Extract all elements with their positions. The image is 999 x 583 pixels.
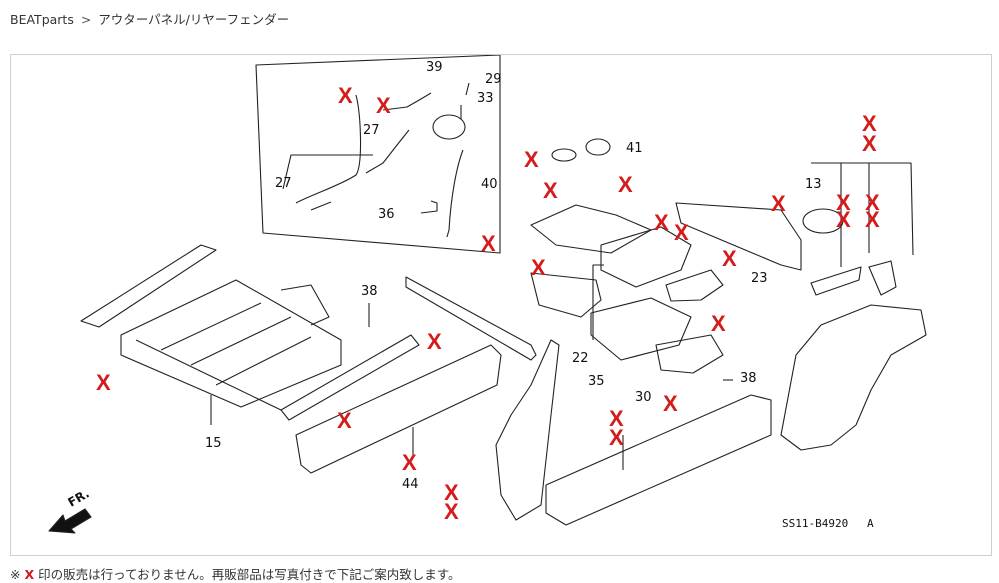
- leader-22: [592, 264, 604, 340]
- callout-13[interactable]: 13: [805, 177, 822, 192]
- breadcrumb-separator: >: [80, 12, 92, 27]
- callout-41[interactable]: 41: [626, 141, 643, 156]
- not-sold-mark: X: [543, 178, 558, 203]
- callout-35[interactable]: 35: [588, 374, 605, 389]
- callout-36[interactable]: 36: [378, 207, 395, 222]
- gasket-22: [530, 272, 602, 318]
- grommet-41: [585, 138, 611, 156]
- rear-sill-outer: [545, 394, 772, 526]
- cable-bracket: [382, 92, 432, 111]
- not-sold-mark: X: [865, 207, 880, 232]
- floor-pan: [120, 279, 342, 408]
- floor-bracket: [280, 284, 330, 326]
- floor-ribs: [135, 302, 312, 411]
- bracket-right-2: [868, 260, 897, 296]
- note-text: 印の販売は行っておりません。再販部品は写真付きで下記ご案内致します。: [38, 567, 461, 582]
- fr-arrow-icon: [48, 508, 92, 534]
- not-sold-mark: X: [862, 131, 877, 156]
- parts-diagram: 39 29 33 27 27 40 36 41 13 23 22 35 30 3…: [48, 55, 927, 534]
- clip-29-33: [460, 82, 470, 119]
- breadcrumb-current: アウターパネル/リヤーフェンダー: [98, 12, 290, 27]
- callout-27-lower[interactable]: 27: [275, 176, 292, 191]
- callout-38-left[interactable]: 38: [361, 284, 378, 299]
- not-sold-mark: X: [771, 191, 786, 216]
- not-sold-mark: X: [338, 83, 353, 108]
- fuel-lid-part: [432, 114, 466, 140]
- not-sold-mark: X: [427, 329, 442, 354]
- callout-33[interactable]: 33: [477, 91, 494, 106]
- callout-23[interactable]: 23: [751, 271, 768, 286]
- callout-29[interactable]: 29: [485, 72, 502, 87]
- grommet-37: [551, 148, 577, 162]
- rear-panel: [675, 202, 802, 271]
- parts-diagram-frame: 39 29 33 27 27 40 36 41 13 23 22 35 30 3…: [10, 54, 992, 556]
- callout-38-right[interactable]: 38: [740, 371, 757, 386]
- callout-15[interactable]: 15: [205, 436, 222, 451]
- not-sold-legend-mark: X: [24, 567, 35, 582]
- not-sold-mark: X: [444, 480, 459, 505]
- seal-30: [655, 334, 724, 374]
- not-sold-mark: X: [862, 111, 877, 136]
- direction-label: FR.: [66, 486, 92, 509]
- drain-hose-40: [446, 149, 464, 238]
- not-sold-mark: X: [711, 311, 726, 336]
- bracket-23: [665, 269, 724, 302]
- not-sold-mark: X: [836, 190, 851, 215]
- inset-box: [255, 55, 501, 254]
- not-sold-mark: X: [481, 231, 496, 256]
- side-sill-inner: [280, 334, 420, 421]
- not-sold-mark: X: [609, 406, 624, 431]
- side-sill-left: [80, 244, 217, 328]
- cable-27-joint: [310, 129, 410, 211]
- not-sold-mark: X: [618, 172, 633, 197]
- note-prefix: ※: [10, 567, 21, 582]
- not-sold-mark: X: [674, 220, 689, 245]
- not-sold-mark: X: [531, 255, 546, 280]
- bolt-36: [420, 200, 438, 214]
- cap-13: [802, 208, 844, 234]
- drawing-code-suffix: A: [867, 517, 874, 530]
- rear-fender: [780, 304, 927, 451]
- footer-note: ※ X 印の販売は行っておりません。再販部品は写真付きで下記ご案内致します。: [10, 564, 460, 583]
- cable-27: [295, 94, 362, 204]
- not-sold-mark: X: [337, 408, 352, 433]
- drawing-code: SS11-B4920: [782, 517, 848, 530]
- not-sold-mark: X: [402, 450, 417, 475]
- rear-floor-pan: [600, 226, 692, 288]
- bracket-right-1: [810, 266, 862, 296]
- not-sold-mark: X: [96, 370, 111, 395]
- rear-storage-panel: [590, 297, 692, 361]
- not-sold-mark: X: [524, 147, 539, 172]
- side-sill-outer: [295, 344, 502, 474]
- not-sold-mark: X: [376, 93, 391, 118]
- not-sold-mark: X: [836, 207, 851, 232]
- callout-39[interactable]: 39: [426, 60, 443, 75]
- breadcrumb-root-link[interactable]: BEATparts: [10, 12, 74, 27]
- not-sold-mark: X: [722, 246, 737, 271]
- roof-rail: [405, 276, 537, 361]
- callout-27-upper[interactable]: 27: [363, 123, 380, 138]
- center-pillar: [495, 339, 560, 521]
- breadcrumb: BEATparts > アウターパネル/リヤーフェンダー: [10, 9, 289, 28]
- not-sold-mark: X: [609, 425, 624, 450]
- not-sold-mark: X: [865, 190, 880, 215]
- callout-40[interactable]: 40: [481, 177, 498, 192]
- not-sold-mark: X: [444, 499, 459, 524]
- not-sold-mark: X: [654, 210, 669, 235]
- callout-30[interactable]: 30: [635, 390, 652, 405]
- callout-44[interactable]: 44: [402, 477, 419, 492]
- not-sold-mark: X: [663, 391, 678, 416]
- callout-22[interactable]: 22: [572, 351, 589, 366]
- rear-floor-upper: [530, 204, 652, 254]
- leader-27: [282, 154, 373, 190]
- leader-13-group: [811, 162, 914, 267]
